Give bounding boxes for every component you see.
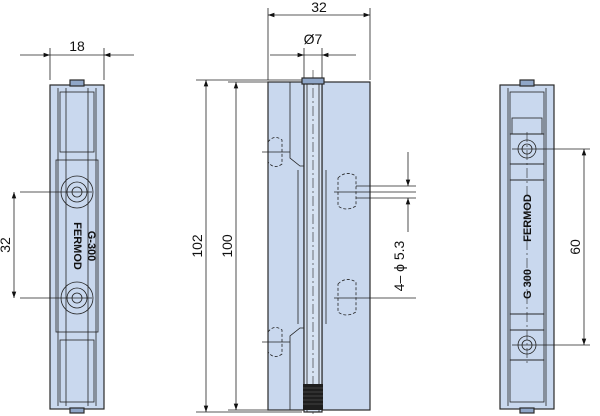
left-brand-text: FERMOD	[71, 222, 83, 270]
right-view: FERMOD G 300 60	[499, 79, 590, 414]
dim-left-hole-spacing: 32	[0, 237, 13, 253]
middle-view: 32 Ø7 102 100 4– ϕ 5.3	[189, 0, 416, 414]
dim-overall-height: 102	[189, 234, 205, 258]
dim-pin-diameter: Ø7	[304, 31, 323, 47]
pin-end-knurled	[303, 384, 323, 410]
left-view: FERMOD G-300 18 32	[0, 38, 134, 414]
right-leaf	[321, 81, 371, 411]
dim-leaf-height: 100	[219, 234, 235, 258]
left-leaf	[267, 81, 305, 411]
right-model-text: G 300	[522, 269, 534, 299]
dim-middle-width: 32	[311, 0, 327, 15]
dim-right-hole-spacing: 60	[567, 239, 583, 255]
right-brand-text: FERMOD	[522, 194, 534, 242]
left-model-text: G-300	[85, 231, 97, 262]
dim-hole-spec: 4– ϕ 5.3	[391, 240, 407, 291]
left-view-body	[49, 84, 105, 410]
dim-left-width: 18	[69, 38, 85, 54]
